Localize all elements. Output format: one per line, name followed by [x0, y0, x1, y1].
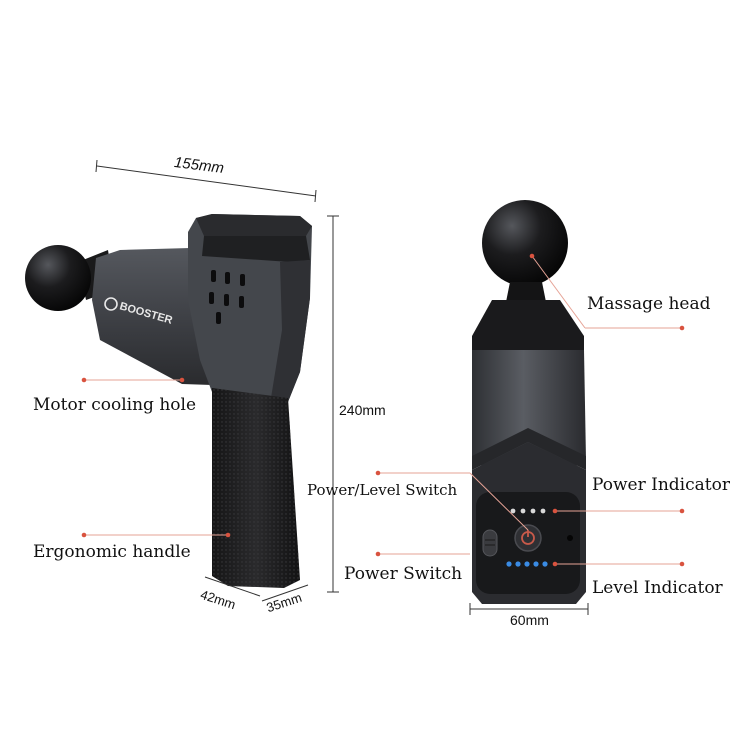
- right-massage-ball: [482, 200, 568, 286]
- left-handle-texture: [212, 388, 300, 588]
- leader-lines: [84, 255, 682, 565]
- left-top-cap: [196, 214, 312, 236]
- left-housing-shade: [270, 260, 310, 404]
- right-neck: [506, 282, 546, 302]
- motor-cooling-hole-label: Motor cooling hole: [33, 395, 197, 415]
- left-cooling-holes: [209, 270, 245, 324]
- leader-dots: [81, 253, 685, 567]
- booster-logo-icon: [104, 297, 118, 311]
- level-indicator-leds: [506, 561, 548, 567]
- height-dimension-label: 240mm: [339, 402, 386, 418]
- side-view-gun: BOOSTER: [25, 214, 312, 588]
- right-body: [472, 350, 586, 468]
- ergonomic-handle-label: Ergonomic handle: [33, 542, 191, 562]
- power-indicator-dots: [510, 508, 546, 514]
- left-top-band: [202, 236, 310, 262]
- charge-port: [567, 535, 573, 541]
- right-head-cap: [472, 300, 584, 350]
- dimension-lines: [95, 159, 589, 615]
- level-indicator-label: Level Indicator: [592, 578, 723, 598]
- front-view-gun: [472, 200, 586, 604]
- left-massage-ball: [25, 245, 91, 311]
- right-chevron: [472, 428, 586, 470]
- power-switch[interactable]: [482, 529, 498, 557]
- power-level-button[interactable]: [514, 524, 542, 552]
- power-switch-label: Power Switch: [344, 564, 463, 584]
- power-indicator-label: Power Indicator: [592, 475, 730, 495]
- massage-head-label: Massage head: [587, 294, 711, 314]
- left-barrel: [92, 248, 212, 385]
- front-width-label: 60mm: [510, 612, 549, 628]
- power-level-switch-label: Power/Level Switch: [307, 481, 458, 499]
